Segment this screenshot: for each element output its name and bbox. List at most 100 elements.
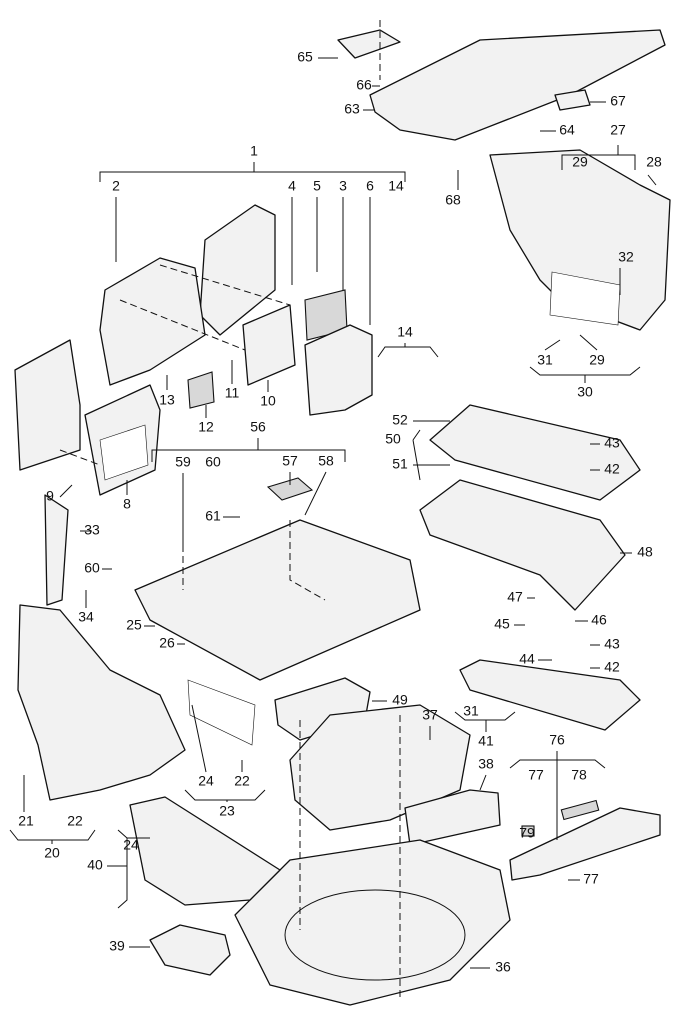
part-27-side-trim: [489, 149, 671, 331]
part-8-net: [99, 424, 149, 481]
callout-31: 31: [537, 352, 553, 368]
callout-78: 78: [571, 767, 587, 783]
part-37-floor-insert: [289, 704, 471, 831]
callout-65: 65: [297, 49, 313, 65]
part-33-bracket: [44, 494, 69, 606]
callout-68: 68: [445, 192, 461, 208]
part-41-rail: [459, 659, 641, 731]
callout-64: 64: [559, 122, 575, 138]
hidden-lines: [59, 20, 401, 1000]
callout-13: 13: [159, 392, 175, 408]
callout-39: 39: [109, 938, 125, 954]
part-78-pad: [560, 799, 600, 821]
callout-14: 14: [388, 178, 404, 194]
callout-58: 58: [318, 453, 334, 469]
callout-21: 21: [18, 813, 34, 829]
callout-24b: 24: [123, 837, 139, 853]
callout-26: 26: [159, 635, 175, 651]
callout-31b: 31: [463, 703, 479, 719]
part-10-frame: [242, 304, 296, 386]
callout-8: 8: [123, 496, 131, 512]
callout-51: 51: [392, 456, 408, 472]
callout-22: 22: [234, 773, 250, 789]
callout-34: 34: [78, 609, 94, 625]
part-29-net: [549, 271, 621, 326]
callout-5: 5: [313, 178, 321, 194]
callout-77b: 77: [583, 871, 599, 887]
callout-67: 67: [610, 93, 626, 109]
callout-76: 76: [549, 732, 565, 748]
callout-11: 11: [225, 385, 240, 401]
callout-9: 9: [46, 488, 54, 504]
part-50-rail: [429, 404, 641, 501]
callout-24: 24: [198, 773, 214, 789]
part-48-trim: [419, 479, 626, 611]
callout-4: 4: [288, 178, 296, 194]
part-12-cover: [187, 371, 215, 409]
callout-66: 66: [356, 77, 372, 93]
callout-48: 48: [637, 544, 653, 560]
callout-6: 6: [366, 178, 374, 194]
callout-63: 63: [344, 101, 360, 117]
callout-30: 30: [577, 384, 593, 400]
part-shapes: [14, 29, 671, 1006]
callout-60b: 60: [84, 560, 100, 576]
callout-2: 2: [112, 178, 120, 194]
callout-46: 46: [591, 612, 607, 628]
part-56-floor-mat: [134, 519, 421, 681]
callout-22b: 22: [67, 813, 83, 829]
part-67-clip: [554, 89, 591, 111]
callout-57: 57: [282, 453, 298, 469]
part-6-storage-box: [304, 324, 373, 416]
callout-25: 25: [126, 617, 142, 633]
callout-29b: 29: [589, 352, 605, 368]
callout-45: 45: [494, 616, 510, 632]
part-20-side-trim: [17, 604, 186, 801]
callout-41: 41: [478, 733, 494, 749]
part-22-net: [187, 679, 256, 746]
callout-43: 43: [604, 435, 620, 451]
part-left-frame: [14, 339, 81, 471]
callout-12: 12: [198, 419, 214, 435]
callout-43b: 43: [604, 636, 620, 652]
callout-32: 32: [618, 249, 634, 265]
callout-79: 79: [519, 825, 535, 841]
part-38-panel: [404, 789, 501, 846]
callout-60: 60: [205, 454, 221, 470]
callout-23: 23: [219, 803, 235, 819]
callout-1: 1: [250, 143, 258, 159]
part-39-box: [149, 924, 231, 976]
part-57-lid: [266, 477, 314, 501]
part-24-tray: [129, 796, 281, 906]
callout-38: 38: [478, 756, 494, 772]
callout-61: 61: [205, 508, 221, 524]
callout-42: 42: [604, 461, 620, 477]
callout-56: 56: [250, 419, 266, 435]
callout-49: 49: [392, 692, 408, 708]
callout-28: 28: [646, 154, 662, 170]
callout-47: 47: [507, 589, 523, 605]
callout-50: 50: [385, 431, 401, 447]
callout-36: 36: [495, 959, 511, 975]
callout-27: 27: [610, 122, 626, 138]
callout-33: 33: [84, 522, 100, 538]
part-65-tray: [337, 29, 401, 59]
leader-lines: [9, 57, 657, 969]
callout-14b: 14: [397, 324, 413, 340]
part-76-sill-trim: [509, 807, 661, 881]
callout-37: 37: [422, 707, 438, 723]
part-36-well-inner: [284, 889, 466, 981]
callout-40: 40: [87, 857, 103, 873]
callout-3: 3: [339, 178, 347, 194]
callout-52: 52: [392, 412, 408, 428]
part-36-wheel-well: [234, 839, 511, 1006]
callout-labels: 65 66 63 67 64 27 68 29 28 1 2 4 5 3 6 1…: [18, 49, 662, 975]
callout-44: 44: [519, 651, 535, 667]
callout-59: 59: [175, 454, 191, 470]
callout-42b: 42: [604, 659, 620, 675]
part-79-clip: [521, 825, 535, 837]
callout-10: 10: [260, 393, 276, 409]
callout-29: 29: [572, 154, 588, 170]
callout-77: 77: [528, 767, 544, 783]
